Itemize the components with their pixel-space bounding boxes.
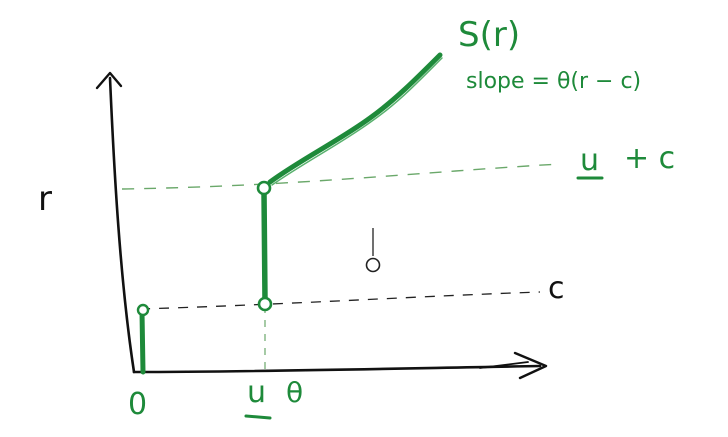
y-axis-arrowhead — [95, 71, 123, 90]
lower-level-label: c — [548, 271, 565, 306]
upper-level-u-label: u — [580, 143, 599, 178]
labels: S(r) slope = θ(r − c) r u + c c 0 u θ — [38, 15, 675, 422]
lower-open-dot — [257, 296, 273, 312]
x-u-underline — [244, 414, 272, 420]
middle-vertical-segment — [261, 189, 268, 303]
guide-lines — [121, 163, 561, 372]
sloped-segment — [267, 52, 443, 185]
function-S — [136, 52, 443, 375]
x-axis-extra-stroke — [479, 361, 529, 369]
upper-level-label: + c — [624, 141, 675, 176]
y-axis-label: r — [38, 179, 52, 219]
function-name-label: S(r) — [458, 15, 520, 55]
cursor-ring — [365, 257, 381, 273]
upper-dashed-line — [121, 163, 561, 190]
upper-open-dot — [256, 180, 272, 196]
y-axis-line — [108, 76, 136, 374]
left-vertical-segment — [139, 309, 146, 375]
x-theta-label: θ — [286, 376, 303, 409]
origin-label: 0 — [128, 387, 147, 422]
lower-dashed-line — [139, 291, 541, 310]
x-axis-line — [132, 364, 542, 374]
left-open-dot — [136, 303, 150, 317]
axes — [95, 71, 548, 380]
x-u-label: u — [247, 375, 266, 410]
sloped-segment-texture — [271, 57, 443, 186]
x-axis-arrowhead — [513, 351, 548, 380]
cursor-marker — [365, 228, 381, 273]
slope-note-label: slope = θ(r − c) — [466, 69, 641, 94]
